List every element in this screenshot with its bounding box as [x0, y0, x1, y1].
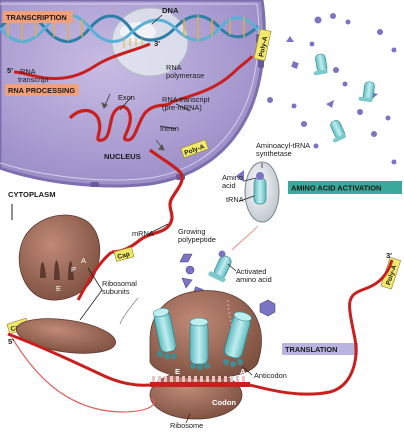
flow-arrows — [101, 93, 165, 151]
free-trnas — [313, 53, 375, 143]
rna-processing-tag: RNA PROCESSING — [5, 84, 79, 96]
cap-tag-mid: Cap — [113, 246, 135, 262]
label-3prime-dna: 3' — [154, 39, 160, 48]
svg-text:TRANSLATION: TRANSLATION — [285, 345, 337, 354]
free-amino-acids — [236, 13, 397, 182]
label-ribosome: Ribosome — [170, 421, 203, 430]
label-codon: Codon — [212, 398, 236, 407]
svg-text:E: E — [175, 367, 180, 376]
transcript-bases — [123, 38, 143, 48]
leader-lines — [79, 14, 263, 424]
ribosome-trna-a — [224, 311, 252, 359]
dna-helix — [0, 13, 260, 43]
label-rna-transcript-pre: RNA transcript(pre-mRNA) — [162, 95, 210, 112]
svg-text:E: E — [56, 284, 61, 293]
mrna-export — [111, 148, 184, 254]
ribosome-trna-e — [152, 307, 177, 353]
pre-mrna — [68, 100, 174, 142]
label-cytoplasm: CYTOPLASM — [8, 190, 56, 199]
transcription-tag: TRANSCRIPTION — [3, 11, 73, 23]
poly-a-tag-top: Poly-A — [253, 28, 272, 62]
label-dna: DNA — [162, 6, 179, 15]
ribosomal-subunits: E P A — [16, 214, 116, 354]
svg-text:RNA PROCESSING: RNA PROCESSING — [8, 86, 75, 95]
rna-transcript-line1: RNA — [20, 67, 36, 76]
label-nucleus: NUCLEUS — [104, 152, 141, 161]
svg-text:TRANSCRIPTION: TRANSCRIPTION — [6, 13, 67, 22]
label-anticodon: Anticodon — [254, 371, 287, 380]
mrna-strand — [7, 250, 394, 413]
translation-tag: TRANSLATION — [282, 343, 358, 355]
pre-mrna-tail — [171, 55, 254, 104]
hexagon-amino-acid — [259, 299, 276, 317]
ribosome-trna-p — [189, 317, 209, 365]
rna-transcript — [13, 42, 151, 80]
codon-strip — [150, 376, 250, 387]
label-5prime-mrna: 5' — [8, 337, 14, 346]
aminoacyl-trna-synthetase — [244, 161, 280, 223]
svg-text:P: P — [71, 265, 76, 274]
ribosome: E A — [149, 290, 262, 420]
svg-text:AMINO ACID ACTIVATION: AMINO ACID ACTIVATION — [291, 184, 381, 193]
anticodon-bulbs — [157, 351, 243, 370]
label-trna: tRNA — [226, 195, 244, 204]
label-mrna: mRNA — [132, 229, 154, 238]
svg-text:Cap: Cap — [117, 251, 131, 261]
svg-text:RNA transcript(pre-mRNA): RNA transcript(pre-mRNA) — [162, 95, 210, 112]
pink-arrows — [227, 225, 259, 327]
svg-text:A: A — [240, 367, 246, 376]
subunit-arrow — [119, 297, 139, 325]
activated-trna — [208, 250, 232, 283]
label-5prime-rna: 5' — [7, 66, 13, 75]
label-intron: Intron — [160, 124, 179, 133]
svg-text:A: A — [81, 256, 86, 265]
label-exon: Exon — [118, 93, 135, 102]
svg-text:Poly-A: Poly-A — [258, 36, 269, 58]
amino-acid-activation-tag: AMINO ACID ACTIVATION — [288, 181, 402, 194]
label-3prime-mrna: 3' — [386, 251, 392, 260]
